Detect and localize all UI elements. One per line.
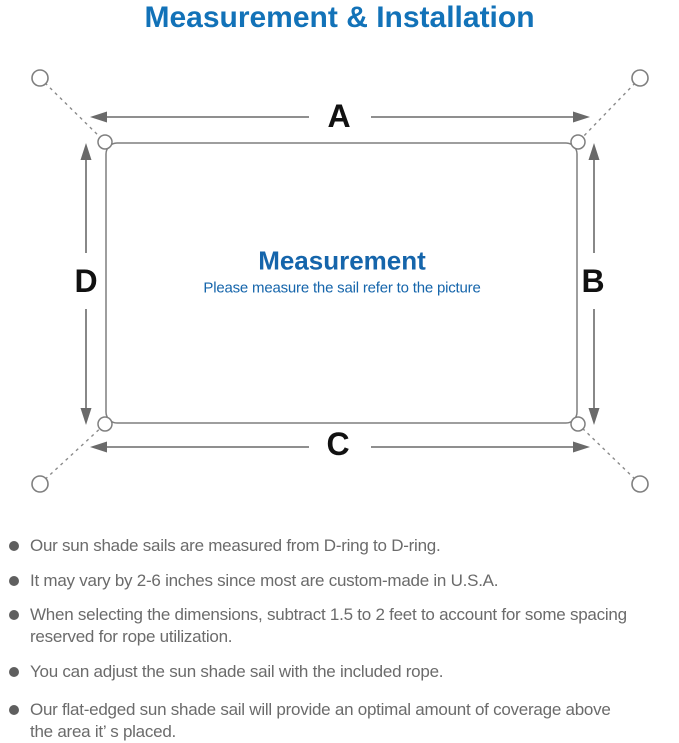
- dimension-label-c: C: [326, 426, 350, 462]
- dimension-label-b: B: [581, 263, 605, 299]
- bullet-text: Our sun shade sails are measured from D-…: [30, 535, 441, 557]
- d-ring-top-left-icon: [97, 134, 113, 150]
- bullet-line: Our sun shade sails are measured from D-…: [30, 536, 441, 555]
- bullet-line: the area it’ s placed.: [30, 722, 177, 741]
- d-ring-bottom-right-icon: [570, 416, 586, 432]
- list-item: It may vary by 2-6 inches since most are…: [9, 570, 679, 592]
- arrow-b: [588, 143, 600, 425]
- diagram-center-title: Measurement: [258, 245, 426, 276]
- anchor-ring-bottom-right-icon: [631, 475, 649, 493]
- dimension-label-d: D: [74, 263, 98, 299]
- arrow-a: [90, 111, 590, 123]
- bullet-line: Our flat-edged sun shade sail will provi…: [30, 700, 611, 719]
- bullet-text: When selecting the dimensions, subtract …: [30, 604, 627, 648]
- rope-top-right: [577, 77, 641, 143]
- arrow-d: [80, 143, 92, 425]
- list-item: Our flat-edged sun shade sail will provi…: [9, 699, 679, 743]
- corner-ropes: [39, 77, 641, 485]
- anchor-ring-top-left-icon: [31, 69, 49, 87]
- list-item: Our sun shade sails are measured from D-…: [9, 535, 679, 557]
- d-ring-top-right-icon: [570, 134, 586, 150]
- bullet-text: Our flat-edged sun shade sail will provi…: [30, 699, 611, 743]
- diagram-center-subtitle: Please measure the sail refer to the pic…: [203, 279, 481, 297]
- list-item: You can adjust the sun shade sail with t…: [9, 661, 679, 683]
- rope-bottom-left: [39, 423, 106, 485]
- bullet-text: You can adjust the sun shade sail with t…: [30, 661, 444, 683]
- arrowhead-left-icon: [90, 441, 107, 453]
- bullet-dot-icon: [9, 705, 19, 715]
- arrowhead-up-icon: [588, 143, 600, 160]
- bullet-text: It may vary by 2-6 inches since most are…: [30, 570, 498, 592]
- d-ring-bottom-left-icon: [97, 416, 113, 432]
- arrowhead-left-icon: [90, 111, 107, 123]
- rope-top-left: [39, 77, 106, 143]
- page-title: Measurement & Installation: [144, 1, 535, 34]
- list-item: When selecting the dimensions, subtract …: [9, 604, 679, 648]
- bullet-line: It may vary by 2-6 inches since most are…: [30, 571, 499, 590]
- arrowhead-up-icon: [80, 143, 92, 160]
- arrowhead-down-icon: [80, 408, 92, 425]
- bullet-line: reserved for rope utilization.: [30, 627, 233, 646]
- arrowhead-right-icon: [573, 441, 590, 453]
- bullet-line: You can adjust the sun shade sail with t…: [30, 662, 444, 681]
- bullet-dot-icon: [9, 610, 19, 620]
- corner-d-rings: [97, 134, 586, 432]
- arrowhead-down-icon: [588, 408, 600, 425]
- arrowhead-right-icon: [573, 111, 590, 123]
- bullet-dot-icon: [9, 667, 19, 677]
- rope-bottom-right: [577, 423, 641, 485]
- dimension-label-a: A: [327, 98, 351, 134]
- sail-outline: [105, 142, 578, 424]
- bullet-dot-icon: [9, 541, 19, 551]
- bullet-line: When selecting the dimensions, subtract …: [30, 605, 627, 624]
- anchor-rings: [31, 69, 649, 493]
- anchor-ring-bottom-left-icon: [31, 475, 49, 493]
- anchor-ring-top-right-icon: [631, 69, 649, 87]
- bullet-dot-icon: [9, 576, 19, 586]
- arrow-c: [90, 441, 590, 453]
